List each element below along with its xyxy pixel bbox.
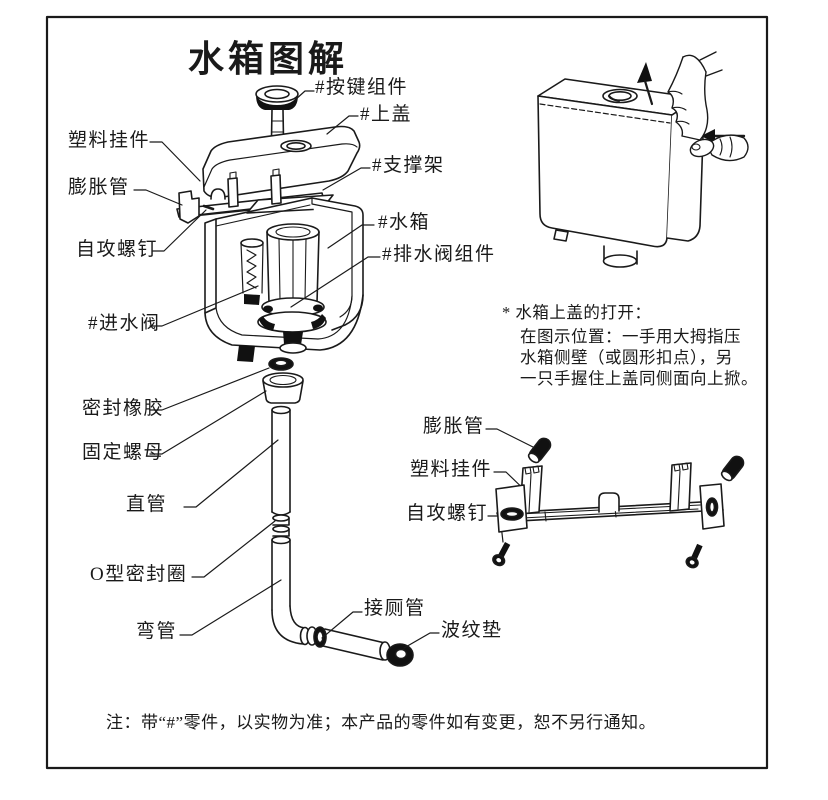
label-drain-valve-assembly: #排水阀组件 <box>382 244 496 265</box>
lift-arrow-icon <box>637 62 654 106</box>
label-sealing-rubber: 密封橡胶 <box>82 398 165 419</box>
label-expansion-tube-left: 膨胀管 <box>68 177 130 198</box>
fixing-nut-part <box>262 372 304 404</box>
leader-inlet-valve <box>149 285 259 327</box>
expansion-tube-piece <box>527 437 552 464</box>
leader-drain-valve <box>290 256 381 308</box>
page-border <box>45 15 769 770</box>
label-toilet-pipe: 接厕管 <box>364 598 426 619</box>
button-assembly-part <box>255 85 299 167</box>
note-line-3: 水箱侧壁（或圆形扣点），另 <box>520 348 733 367</box>
label-button-assembly: #按键组件 <box>315 77 409 98</box>
leader-expansion-tube-left <box>133 189 183 206</box>
label-bend-tube: 弯管 <box>136 621 178 642</box>
tank-part <box>204 197 364 362</box>
support-frame-part <box>176 168 334 224</box>
label-self-tapping-screw-right: 自攻螺钉 <box>406 503 489 524</box>
leader-straight-tube <box>183 439 279 508</box>
leader-top-cover <box>326 115 359 135</box>
leader-o-ring <box>191 520 276 578</box>
leader-sealing-rubber <box>149 367 270 411</box>
leader-button-assembly <box>294 90 315 101</box>
bracket-assembly-figure <box>492 437 745 569</box>
label-plastic-hanger-right: 塑料挂件 <box>410 459 493 480</box>
expansion-tube-piece <box>720 455 745 482</box>
straight-tube-part <box>271 405 291 516</box>
toilet-pipe-part <box>322 628 414 667</box>
note-line-1: * 水箱上盖的打开： <box>502 303 652 322</box>
top-cover-part <box>202 125 361 199</box>
sealing-rubber-part <box>268 357 294 371</box>
label-plastic-hanger-left: 塑料挂件 <box>68 130 151 151</box>
lifting-hand-illustration <box>667 51 723 141</box>
leader-corrugated-washer <box>403 632 440 649</box>
leader-expansion-tube-right <box>485 428 534 448</box>
label-self-tapping-screw-left: 自攻螺钉 <box>76 239 159 260</box>
leader-self-tapping-screw-left <box>151 209 207 252</box>
leader-fixing-nut <box>149 390 267 455</box>
note-line-4: 一只手握住上盖同侧面向上掀。 <box>520 369 758 388</box>
leader-support-frame <box>322 167 371 191</box>
screw-piece <box>685 543 703 569</box>
label-fixing-nut: 固定螺母 <box>82 442 165 463</box>
screw-piece <box>492 541 511 567</box>
footer-note: 注：带“#”零件，以实物为准；本产品的零件如有变更，恕不另行通知。 <box>106 713 657 732</box>
leader-tank <box>327 224 375 249</box>
assembled-tank-figure <box>537 51 749 268</box>
leader-plastic-hanger-left <box>149 141 201 182</box>
exploded-view-figure <box>176 85 414 667</box>
leader-lines <box>133 90 536 649</box>
leader-toilet-pipe <box>321 611 363 639</box>
bend-tube-part <box>271 535 327 648</box>
label-expansion-tube-right: 膨胀管 <box>423 416 485 437</box>
label-tank: #水箱 <box>378 212 431 233</box>
label-support-frame: #支撑架 <box>372 155 445 176</box>
pressing-hand-illustration <box>689 134 749 162</box>
label-straight-tube: 直管 <box>126 494 168 515</box>
page-title: 水箱图解 <box>188 39 349 79</box>
label-o-ring: O型密封圈 <box>90 564 188 585</box>
leader-bend-tube <box>179 579 282 636</box>
o-ring-part <box>272 514 290 537</box>
label-top-cover: #上盖 <box>360 104 413 125</box>
label-corrugated-washer: 波纹垫 <box>441 620 503 641</box>
label-inlet-valve: #进水阀 <box>88 313 161 334</box>
note-line-2: 在图示位置：一手用大拇指压 <box>520 327 741 346</box>
